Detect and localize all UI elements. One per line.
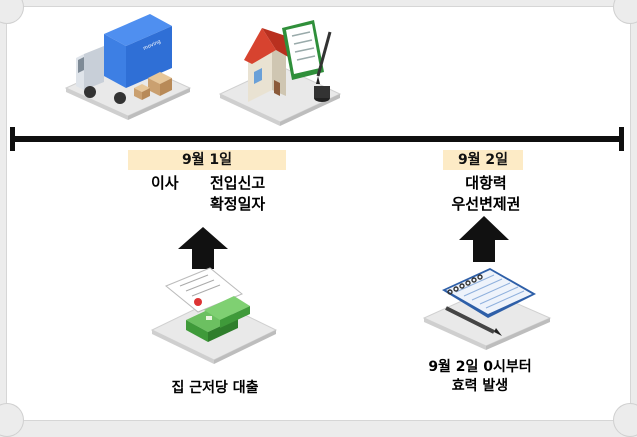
mortgage-document-icon	[150, 267, 278, 364]
date-label-sep-2: 9월 2일	[443, 150, 523, 170]
moving-truck-icon: moving	[64, 14, 192, 120]
up-arrow-icon	[459, 216, 509, 262]
date-label-sep-1: 9월 1일	[128, 150, 286, 170]
notebook-pen-icon	[422, 268, 552, 350]
corner-decoration	[0, 403, 24, 437]
timeline-end-tick	[619, 127, 624, 151]
up-arrow-icon	[178, 227, 228, 269]
corner-decoration	[613, 403, 637, 437]
moving-label: 이사	[151, 174, 179, 192]
priority-repayment-text: 우선변제권	[451, 195, 521, 213]
effect-text: 효력 발생	[451, 378, 509, 394]
registration-label: 전입신고 확정일자	[210, 173, 265, 215]
effect-time-text: 9월 2일 0시부터	[428, 359, 532, 375]
effect-label: 9월 2일 0시부터 효력 발생	[405, 358, 555, 396]
mortgage-loan-label: 집 근저당 대출	[171, 380, 259, 396]
corner-decoration	[0, 0, 24, 24]
opposing-power-text: 대항력	[465, 174, 507, 192]
timeline-start-tick	[10, 127, 15, 151]
rights-label: 대항력 우선변제권	[441, 173, 531, 215]
corner-decoration	[613, 0, 637, 24]
move-in-report-text: 전입신고	[210, 174, 266, 192]
house-contract-icon	[218, 20, 342, 126]
timeline-line	[14, 136, 624, 142]
fixed-date-text: 확정일자	[210, 195, 266, 213]
